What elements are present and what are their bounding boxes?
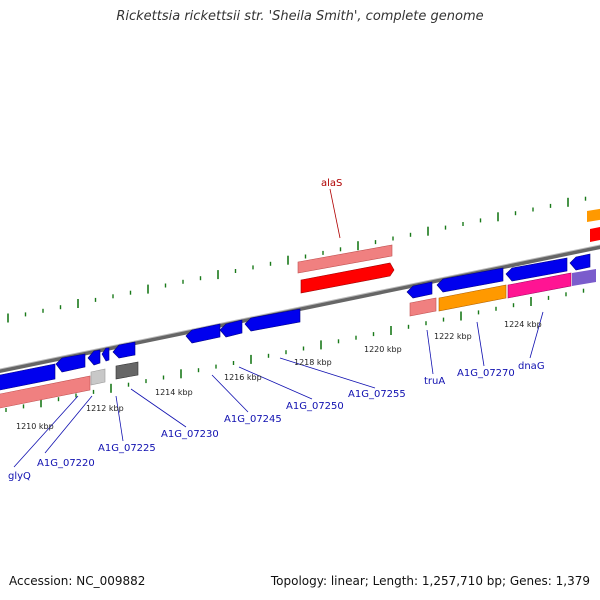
left-blue-arrow-1[interactable] xyxy=(0,363,56,391)
genome-summary: Topology: linear; Length: 1,257,710 bp; … xyxy=(270,574,590,588)
left-blue-arrow-2[interactable] xyxy=(55,353,86,373)
kbp-label-1214: 1214 kbp xyxy=(155,388,193,397)
kbp-label-1222: 1222 kbp xyxy=(434,332,472,341)
gene-label-a1g-07255[interactable]: A1G_07255 xyxy=(348,389,406,400)
glyq-pale[interactable] xyxy=(0,375,91,409)
left-blue-arrow-4[interactable] xyxy=(101,347,110,362)
light-gray-block[interactable] xyxy=(90,368,106,386)
kbp-label-1218: 1218 kbp xyxy=(294,358,332,367)
gene-label-a1g-07245[interactable]: A1G_07245 xyxy=(224,414,282,425)
gene-label-a1g-07220[interactable]: A1G_07220 xyxy=(37,458,95,469)
lower-tick-row xyxy=(5,288,585,412)
alas-gene[interactable] xyxy=(300,262,395,294)
gene-label-glyq[interactable]: glyQ xyxy=(8,471,31,482)
accession-text: Accession: NC_009882 xyxy=(9,574,146,588)
right-blue-arrow-3[interactable] xyxy=(505,257,568,282)
a1g-07245-arrow[interactable] xyxy=(185,323,221,344)
upper-right-red[interactable] xyxy=(590,226,600,242)
upper-right-orange[interactable] xyxy=(587,208,600,222)
left-blue-arrow-3[interactable] xyxy=(87,349,101,366)
trua-pale[interactable] xyxy=(409,297,437,317)
kbp-label-1216: 1216 kbp xyxy=(224,373,262,382)
dnag-magenta[interactable] xyxy=(507,272,572,299)
right-blue-arrow-4[interactable] xyxy=(569,253,591,271)
gene-label-trua[interactable]: truA xyxy=(424,376,445,387)
gene-label-a1g-07230[interactable]: A1G_07230 xyxy=(161,429,219,440)
gene-label-a1g-07270[interactable]: A1G_07270 xyxy=(457,368,515,379)
gene-label-alas[interactable]: alaS xyxy=(321,178,342,189)
gene-label-a1g-07225[interactable]: A1G_07225 xyxy=(98,443,156,454)
upper-tick-row xyxy=(7,196,587,323)
right-blue-arrow-1[interactable] xyxy=(406,281,433,299)
leader-lines xyxy=(13,188,544,468)
alas-trna-pale[interactable] xyxy=(297,244,393,274)
a1g-07255-arrow[interactable] xyxy=(244,308,301,332)
right-blue-arrow-2[interactable] xyxy=(436,267,504,293)
a1g-07250-arrow[interactable] xyxy=(219,319,243,338)
dark-gray-block[interactable] xyxy=(115,361,139,380)
a1g-07270-orange[interactable] xyxy=(438,284,507,312)
left-blue-arrow-5[interactable] xyxy=(112,341,136,359)
dnag-violet[interactable] xyxy=(572,269,596,286)
gene-label-dnag[interactable]: dnaG xyxy=(518,361,545,372)
map-title: Rickettsia rickettsii str. 'Sheila Smith… xyxy=(116,9,484,24)
kbp-label-1220: 1220 kbp xyxy=(364,345,402,354)
gene-label-a1g-07250[interactable]: A1G_07250 xyxy=(286,401,344,412)
kbp-label-1224: 1224 kbp xyxy=(504,320,542,329)
kbp-label-1212: 1212 kbp xyxy=(86,404,124,413)
kbp-label-1210: 1210 kbp xyxy=(16,422,54,431)
